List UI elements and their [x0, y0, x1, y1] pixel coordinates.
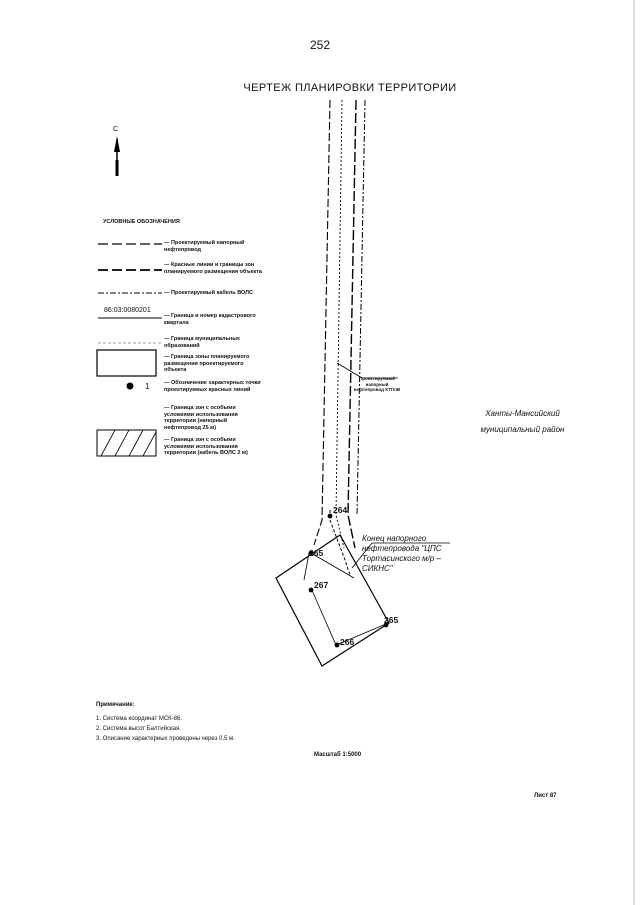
point-label: 265 [384, 615, 399, 625]
legend-item: — Обозначение характерных точки проектир… [164, 380, 261, 393]
district-label: Ханты-Мансийский муниципальный район [480, 409, 565, 434]
note-item: 2. Система высот Балтийская. [96, 726, 181, 732]
legend-item: — Граница и номер кадастрового квартала [164, 313, 256, 326]
pipeline-label: Проектируемый напорный нефтепровод КТПлВ [353, 376, 401, 392]
characteristic-points [308, 513, 389, 648]
point-label: 266 [340, 637, 355, 647]
legend-item: — Граница зоны планируемого размещения п… [164, 354, 250, 373]
north-arrow-icon [114, 136, 120, 176]
legend-title: УСЛОВНЫЕ ОБОЗНАЧЕНИЯ [103, 219, 180, 225]
cadastral-number: 86:03:0080201 [104, 307, 151, 314]
end-leader [351, 542, 373, 569]
pipeline-leader [336, 362, 363, 379]
sheet-number: Лист 87 [534, 793, 557, 799]
point-label: 267 [314, 580, 329, 590]
pipeline-end-label: Конец напорного нефтепровода "ЦПС Тортас… [362, 534, 442, 573]
note-item: 1. Система координат МСК-86. [96, 716, 183, 722]
legend-item: — Красные линии и границы зон планируемо… [164, 262, 262, 275]
notes-title: Примечание: [96, 702, 135, 708]
point-label: 264 [333, 505, 348, 515]
page-number: 252 [309, 38, 331, 52]
planned-zone-boundary [275, 534, 390, 667]
legend-symbols [96, 243, 162, 457]
pipeline-lines [313, 99, 366, 576]
point-label: 265 [309, 548, 324, 558]
legend-item: — Граница зон с особыми условиями исполь… [164, 405, 238, 431]
sheet-title: ЧЕРТЕЖ ПЛАНИРОВКИ ТЕРРИТОРИИ [243, 82, 457, 94]
legend-item: — Проектируемый кабель ВОЛС [164, 290, 253, 296]
scale-label: Масштаб 1:5000 [314, 752, 362, 758]
north-label: С [113, 126, 119, 133]
legend-item: — Проектируемый напорный нефтепровод [164, 240, 245, 253]
note-item: 3. Описание характерных проведены через … [96, 736, 235, 742]
legend-point-number: 1 [145, 382, 150, 391]
legend-item: — Граница муниципальных образований [164, 336, 240, 349]
legend-item: — Граница зон с особыми условиями исполь… [164, 437, 248, 456]
